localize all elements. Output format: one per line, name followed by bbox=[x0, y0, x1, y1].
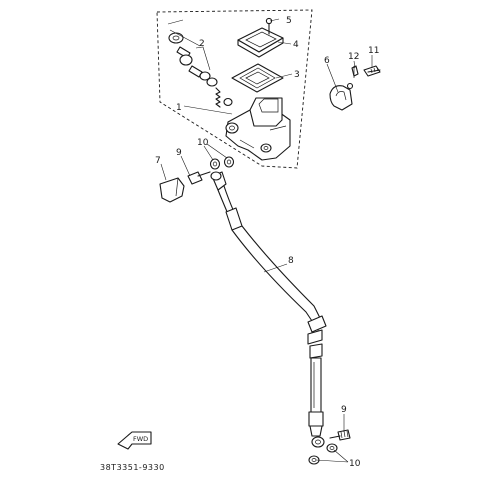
brake-hose bbox=[210, 171, 327, 448]
reservoir-cap bbox=[237, 27, 284, 58]
diaphragm bbox=[231, 63, 284, 93]
banjo-cover bbox=[159, 177, 185, 203]
callout-6: 6 bbox=[324, 56, 330, 66]
callout-7: 7 bbox=[155, 156, 161, 166]
callout-11: 11 bbox=[368, 46, 379, 56]
lower-banjo-washers bbox=[308, 443, 338, 465]
callout-2: 2 bbox=[199, 39, 205, 49]
leader-lines bbox=[160, 18, 373, 463]
callout-5: 5 bbox=[286, 16, 292, 26]
assembly-boundary bbox=[156, 9, 313, 169]
piston-kit bbox=[167, 19, 233, 108]
cap-screw bbox=[265, 17, 273, 35]
master-cylinder bbox=[225, 97, 291, 161]
callout-10-upper: 10 bbox=[197, 138, 209, 148]
handlebar-clamp bbox=[329, 82, 354, 111]
front-arrow-label: FWD bbox=[133, 435, 148, 443]
lower-banjo-bolt bbox=[329, 429, 351, 441]
part-number: 38T3351-9330 bbox=[100, 463, 165, 472]
callout-9-lower: 9 bbox=[341, 405, 347, 415]
callout-12: 12 bbox=[348, 52, 359, 62]
front-arrow-icon: FWD bbox=[117, 431, 152, 450]
upper-banjo-bolt bbox=[187, 171, 211, 185]
callout-3: 3 bbox=[294, 70, 300, 80]
callout-4: 4 bbox=[293, 40, 299, 50]
callout-8: 8 bbox=[288, 256, 294, 266]
upper-banjo-washers bbox=[209, 156, 235, 170]
callout-9-upper: 9 bbox=[176, 148, 182, 158]
callout-10-lower: 10 bbox=[349, 459, 361, 469]
callout-1: 1 bbox=[176, 103, 182, 113]
